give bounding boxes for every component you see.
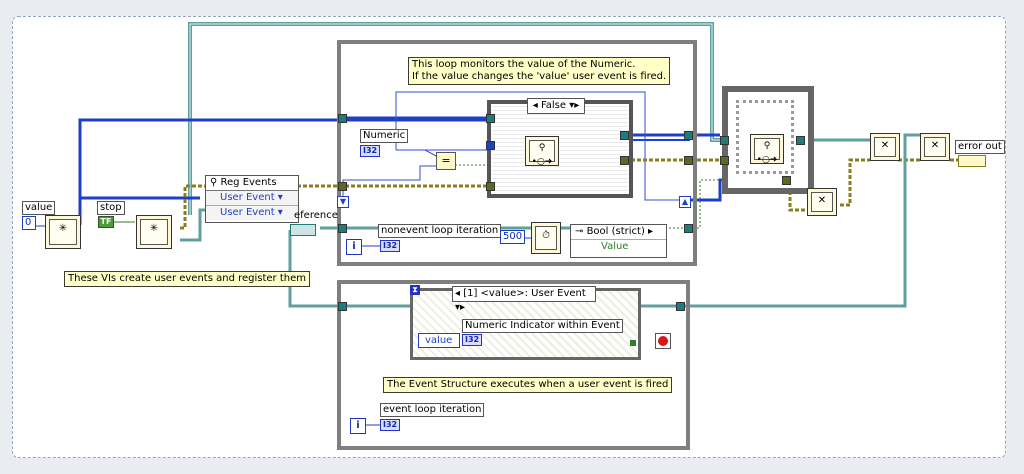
unregister-events-vi: ✕ [920, 133, 950, 161]
generate-stop-event-vi: ⚲•○➜ [750, 134, 784, 165]
create-stop-event-vi: ✳ [136, 215, 172, 249]
destroy-stop-event-icon: ✕ [811, 192, 833, 212]
tunnel [486, 114, 495, 123]
tunnel [486, 141, 495, 150]
tunnel [620, 156, 629, 165]
error-out-label: error out [955, 140, 1005, 154]
wait-ms-constant[interactable]: 500 [500, 230, 526, 244]
stop-boolean-control[interactable]: TF [98, 216, 114, 228]
wire-teal-reg [288, 230, 420, 308]
wire-bool [665, 179, 725, 229]
tunnel [676, 302, 685, 311]
reg-events-node: ⚲ Reg Events User Event ▾ User Event ▾ [205, 175, 299, 223]
destroy-event-icon: ✕ [874, 137, 896, 157]
event-while-loop [337, 280, 690, 450]
numeric-indicator-label: Numeric Indicator within Event [462, 319, 623, 333]
shift-register-left: ▼ [337, 196, 349, 208]
tunnel [684, 156, 693, 165]
comment-monitor: This loop monitors the value of the Nume… [408, 57, 671, 85]
tunnel [684, 224, 693, 233]
wire-teal-reg-out [635, 133, 925, 308]
comment-event-structure: The Event Structure executes when a user… [383, 377, 673, 393]
tunnel [338, 224, 347, 233]
tunnel [338, 302, 347, 311]
tunnel [782, 176, 791, 185]
destroy-stop-event-vi: ✕ [807, 188, 837, 216]
wire-error-a [180, 184, 205, 230]
event-loop-label: event loop iteration [380, 403, 485, 417]
wait-ms-vi: ⏱ [531, 222, 561, 254]
reg-events-row-2[interactable]: User Event ▾ [206, 206, 298, 220]
shift-register-right: ▲ [679, 196, 691, 208]
wire-reference-top-inner [189, 23, 725, 215]
event-data-node: value [418, 333, 460, 348]
event-case-label: [1] <value>: User Event [463, 288, 586, 299]
tunnel [338, 182, 347, 191]
reg-events-header: ⚲ Reg Events [206, 176, 298, 191]
tunnel [720, 156, 729, 165]
numeric-label: Numeric [360, 129, 409, 143]
tunnel [796, 136, 805, 145]
reference-terminal [290, 224, 316, 236]
case-structure [487, 100, 633, 198]
wire-numeric [395, 91, 690, 201]
tunnel [338, 114, 347, 123]
user-event-1-label: User Event [220, 192, 275, 203]
wire-teal-mid [180, 208, 205, 242]
comment-create-events: These VIs create user events and registe… [64, 271, 310, 287]
bool-value-row: Value [601, 241, 629, 252]
timed-loop-inner [736, 100, 794, 174]
create-stop-event-icon: ✳ [140, 219, 168, 245]
value-control-label: value [22, 201, 56, 215]
reference-label: eference [294, 210, 338, 221]
user-event-2-label: User Event [220, 207, 275, 218]
comment-monitor-line2: If the value changes the 'value' user ev… [412, 71, 667, 82]
create-event-icon: ✳ [49, 219, 77, 245]
tunnel [720, 136, 729, 145]
equals-node: = [436, 152, 456, 170]
event-loop-i32-indicator: I32 [380, 419, 401, 431]
stop-control-label: stop [97, 201, 125, 215]
case-false-label: False [540, 100, 567, 111]
numeric-i32-control[interactable]: I32 [360, 145, 381, 157]
tunnel [486, 182, 495, 191]
tunnel [620, 131, 629, 140]
event-iteration-terminal: i [350, 418, 366, 434]
stop-terminal-icon [655, 333, 671, 349]
nonevent-label: nonevent loop iteration [378, 224, 502, 238]
nonevent-i32-indicator: I32 [380, 240, 401, 252]
destroy-user-event-vi: ✕ [870, 133, 900, 161]
bool-strict-header: ⊸ Bool (strict) ▸ [571, 225, 666, 240]
bool-constant [630, 340, 636, 346]
tunnel [684, 131, 693, 140]
value-numeric-control[interactable]: 0 [22, 216, 36, 230]
wire-error-d [840, 158, 870, 207]
create-user-event-vi: ✳ [45, 215, 81, 249]
error-out-indicator [958, 155, 986, 167]
metronome-icon: ⏱ [535, 226, 557, 250]
unregister-icon: ✕ [924, 137, 946, 157]
monitor-iteration-terminal: i [346, 239, 362, 255]
bool-strict-node: ⊸ Bool (strict) ▸ Value [570, 224, 667, 258]
reg-events-label: Reg Events [220, 177, 277, 188]
monitor-while-loop [337, 40, 697, 266]
event-selector[interactable]: ◂ [1] <value>: User Event ▾▸ [452, 286, 596, 313]
generate-event-icon: ⚲•○➜ [529, 140, 555, 167]
event-value-label: value [425, 335, 453, 346]
reg-events-row-1[interactable]: User Event ▾ [206, 191, 298, 206]
case-selector[interactable]: ◂ False ▾▸ [527, 98, 585, 114]
comment-monitor-line1: This loop monitors the value of the Nume… [412, 59, 636, 70]
generate-user-event-vi: ⚲•○➜ [525, 136, 559, 167]
hourglass-icon: ⧗ [410, 285, 420, 295]
generate-stop-event-icon: ⚲•○➜ [754, 138, 780, 165]
event-numeric-indicator: I32 [462, 334, 483, 346]
bool-strict-label: Bool (strict) [586, 226, 645, 237]
